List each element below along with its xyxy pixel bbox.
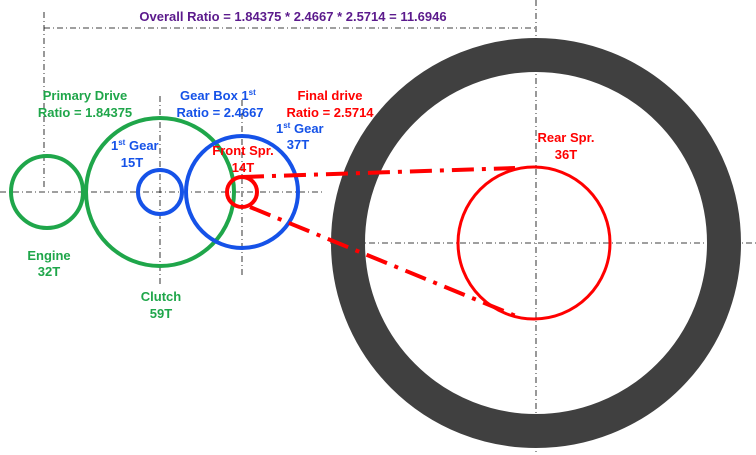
overall-ratio-label: Overall Ratio = 1.84375 * 2.4667 * 2.571… bbox=[139, 9, 446, 24]
front-sprocket-teeth: 14T bbox=[232, 160, 254, 175]
rear-sprocket bbox=[456, 165, 612, 321]
primary-drive-title: Primary Drive bbox=[43, 88, 128, 103]
clutch-name: Clutch bbox=[141, 289, 182, 304]
tire-ring bbox=[331, 38, 741, 448]
engine-teeth: 32T bbox=[38, 264, 60, 279]
engine-name: Engine bbox=[27, 248, 70, 263]
first-gear-large-word: Gear bbox=[290, 121, 323, 136]
first-gear-small-num: 1 bbox=[111, 138, 118, 153]
engine-gear bbox=[9, 154, 85, 230]
clutch-teeth: 59T bbox=[150, 306, 172, 321]
first-gear-small-label: 1st Gear bbox=[111, 138, 159, 153]
gearbox-title-text: Gear Box 1 bbox=[180, 88, 249, 103]
primary-drive-ratio: Ratio = 1.84375 bbox=[38, 105, 132, 120]
first-gear-small-word: Gear bbox=[125, 138, 158, 153]
rear-sprocket-teeth: 36T bbox=[555, 147, 577, 162]
first-gear-small-teeth: 15T bbox=[121, 155, 143, 170]
first-gear-small-sup: st bbox=[118, 138, 125, 147]
first-gear-large bbox=[184, 134, 300, 250]
front-sprocket-name: Front Spr. bbox=[212, 143, 273, 158]
first-gear-large-num: 1 bbox=[276, 121, 283, 136]
rear-sprocket-name: Rear Spr. bbox=[537, 130, 594, 145]
gearbox-title: Gear Box 1st bbox=[180, 88, 256, 103]
final-drive-title: Final drive bbox=[297, 88, 362, 103]
rear-wheel bbox=[331, 38, 741, 448]
first-gear-large-teeth: 37T bbox=[287, 137, 309, 152]
chain bbox=[241, 166, 517, 318]
chain-top-run bbox=[241, 166, 516, 179]
chain-bottom-run bbox=[249, 205, 517, 318]
first-gear-large-sup: st bbox=[283, 121, 290, 130]
gearbox-ratio: Ratio = 2.4667 bbox=[176, 105, 263, 120]
final-drive-ratio: Ratio = 2.5714 bbox=[286, 105, 374, 120]
gearbox-title-sup: st bbox=[249, 88, 256, 97]
first-gear-large-label: 1st Gear bbox=[276, 121, 324, 136]
clutch-gear bbox=[84, 116, 236, 268]
first-gear-small bbox=[136, 168, 184, 216]
